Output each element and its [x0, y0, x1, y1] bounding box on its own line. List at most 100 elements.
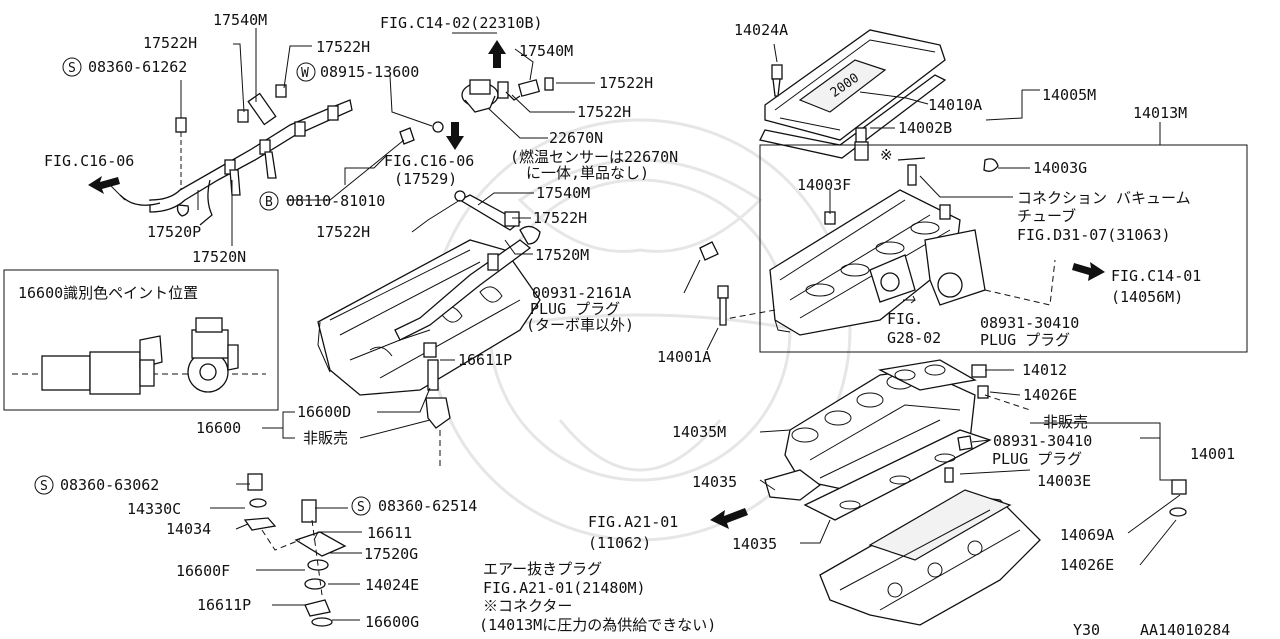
- b-symbol-text: B: [265, 195, 273, 210]
- s-symbol-text-c: S: [357, 500, 365, 515]
- label-08360-63062: 08360-63062: [60, 476, 159, 494]
- label-hihanbai-1: 非販売: [303, 429, 348, 447]
- label-17522H-e: 17522H: [533, 209, 587, 227]
- label-17520M: 17520M: [535, 246, 589, 264]
- label-08360-61262: 08360-61262: [88, 58, 187, 76]
- label-16600D: 16600D: [297, 403, 351, 421]
- label-14001A: 14001A: [657, 348, 711, 366]
- label-16600F: 16600F: [176, 562, 230, 580]
- label-14035-a: 14035: [692, 473, 737, 491]
- small-parts-stack: [243, 473, 347, 627]
- label-paint-position-title: 16600識別色ペイント位置: [18, 284, 198, 302]
- injector-paint-panel: [3, 269, 279, 411]
- b-bolt-symbol: [259, 191, 279, 211]
- label-connection-2: チューブ: [1017, 207, 1076, 225]
- lower-engine-block: [819, 489, 1041, 626]
- label-14069A: 14069A: [1060, 526, 1114, 544]
- label-17520N: 17520N: [192, 248, 246, 266]
- arrow-to-g28-02: [903, 295, 916, 304]
- label-17540M-a: 17540M: [213, 11, 267, 29]
- label-14330C: 14330C: [127, 500, 181, 518]
- label-17540M-b: 17540M: [519, 42, 573, 60]
- label-plug-2: PLUG プラグ: [980, 331, 1070, 349]
- label-14003F: 14003F: [797, 176, 851, 194]
- label-14035M: 14035M: [672, 423, 726, 441]
- label-14003E: 14003E: [1037, 472, 1091, 490]
- label-14034: 14034: [166, 520, 211, 538]
- label-fig-c14-02: FIG.C14-02(22310B): [380, 14, 543, 32]
- label-00931-2161A: 00931-2161A: [532, 284, 631, 302]
- label-fig-g28-1: FIG.: [887, 310, 923, 328]
- label-fig-c14-01: FIG.C14-01: [1111, 267, 1201, 285]
- intake-manifold: [764, 359, 1187, 521]
- label-air-plug: エアー抜きプラグ: [483, 560, 602, 578]
- label-fig-c16-06-b: FIG.C16-06: [384, 152, 474, 170]
- label-08915-13600: 08915-13600: [320, 63, 419, 81]
- label-17520G: 17520G: [364, 545, 418, 563]
- injector-stack: [423, 342, 451, 470]
- label-17520P: 17520P: [147, 223, 201, 241]
- leader-lines: [180, 28, 1181, 621]
- arrow-to-c14-01: [1072, 262, 1105, 281]
- label-14001: 14001: [1190, 445, 1235, 463]
- fuel-rail-assembly: [109, 84, 353, 226]
- label-14003G: 14003G: [1033, 159, 1087, 177]
- label-08931-30410-a: 08931-30410: [980, 314, 1079, 332]
- label-14010A: 14010A: [928, 96, 982, 114]
- label-11062: (11062): [588, 534, 651, 552]
- label-14024A: 14024A: [734, 21, 788, 39]
- label-kome-1: ※: [880, 146, 893, 164]
- label-17540M-c: 17540M: [536, 184, 590, 202]
- label-16611P-b: 16611P: [197, 596, 251, 614]
- label-hihanbai-2: 非販売: [1043, 413, 1088, 431]
- label-14056M: (14056M): [1111, 288, 1183, 306]
- s-bolt-symbol-c: [351, 496, 371, 516]
- label-16600: 16600: [196, 419, 241, 437]
- label-08931-30410-b: 08931-30410: [993, 432, 1092, 450]
- label-pressure-note: (14013Mに圧力の為供給できない): [479, 616, 716, 634]
- label-17522H-a: 17522H: [143, 34, 197, 52]
- label-16600G: 16600G: [365, 613, 419, 631]
- model-code: Y30: [1073, 621, 1100, 639]
- collector-cover: 2000: [759, 29, 947, 161]
- label-14005M: 14005M: [1042, 86, 1096, 104]
- label-plug-1: PLUG プラグ: [530, 300, 620, 318]
- arrow-to-c16-06-left: [88, 176, 120, 194]
- s-bolt-symbol-b: [34, 475, 54, 495]
- label-fig-g28-2: G28-02: [887, 329, 941, 347]
- label-17522H-c: 17522H: [599, 74, 653, 92]
- label-17529: (17529): [394, 170, 457, 188]
- label-22670N: 22670N: [549, 129, 603, 147]
- label-14012: 14012: [1022, 361, 1067, 379]
- label-14013M: 14013M: [1133, 104, 1187, 122]
- w-symbol-text: W: [301, 66, 309, 81]
- collector-detail-box: [719, 144, 1248, 353]
- note-22670N-line2: に一体,単品なし): [526, 164, 649, 182]
- w-washer-symbol: [296, 62, 316, 82]
- label-kome-connector: ※コネクター: [483, 597, 572, 615]
- label-connection-1: コネクション バキューム: [1017, 189, 1191, 207]
- label-fig-d31-07: FIG.D31-07(31063): [1017, 226, 1171, 244]
- label-14026E-b: 14026E: [1060, 556, 1114, 574]
- s-symbol-text-b: S: [40, 479, 48, 494]
- label-fig-a21-01-a: FIG.A21-01: [588, 513, 678, 531]
- label-fig-c16-06-a: FIG.C16-06: [44, 152, 134, 170]
- note-22670N-line1: (燃温センサーは22670N: [510, 148, 678, 166]
- label-17522H-d: 17522H: [577, 103, 631, 121]
- label-plug-3: PLUG プラグ: [992, 450, 1082, 468]
- label-14026E-a: 14026E: [1023, 386, 1077, 404]
- label-08110-81010: 08110-81010: [286, 192, 385, 210]
- s-bolt-symbol: [62, 57, 82, 77]
- s-symbol-text-a: S: [68, 61, 76, 76]
- cylinder-head-block: [317, 190, 541, 396]
- label-14002B: 14002B: [898, 119, 952, 137]
- plug-and-bolt: [699, 241, 729, 326]
- label-17522H-b: 17522H: [316, 38, 370, 56]
- label-turbo-note: (ターボ車以外): [526, 316, 634, 334]
- label-14024E: 14024E: [365, 576, 419, 594]
- watermark-emblem: [428, 118, 852, 542]
- label-16611P: 16611P: [458, 351, 512, 369]
- arrow-to-a21-01: [710, 508, 748, 529]
- label-17522H-f: 17522H: [316, 223, 370, 241]
